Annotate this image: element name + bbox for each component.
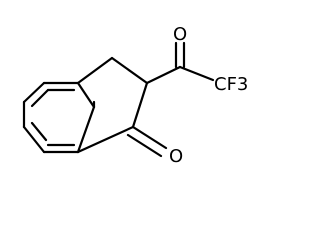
double-bond-inner bbox=[30, 121, 48, 142]
bond bbox=[76, 81, 96, 109]
double-bond bbox=[131, 125, 168, 150]
bond bbox=[76, 125, 135, 154]
bond bbox=[76, 105, 96, 154]
trifluoroacetyl-group bbox=[145, 41, 215, 85]
bond bbox=[145, 65, 182, 85]
bond bbox=[131, 81, 149, 129]
benzene-ring bbox=[22, 81, 96, 154]
ketone-carbonyl bbox=[126, 125, 168, 158]
double-bond bbox=[126, 133, 163, 158]
atom-label-ketone-oxygen: O bbox=[169, 146, 183, 167]
bond bbox=[178, 65, 215, 82]
bond bbox=[22, 125, 46, 154]
bond bbox=[22, 81, 46, 104]
atom-label-trifluoromethyl: CF3 bbox=[214, 74, 248, 95]
atom-label-acyl-oxygen: O bbox=[173, 24, 187, 45]
cyclopentanone-ring bbox=[76, 56, 149, 154]
double-bond-inner bbox=[30, 88, 50, 108]
chemical-structure: O O CF3 bbox=[22, 24, 248, 167]
bond bbox=[76, 56, 114, 85]
bond bbox=[110, 56, 149, 85]
